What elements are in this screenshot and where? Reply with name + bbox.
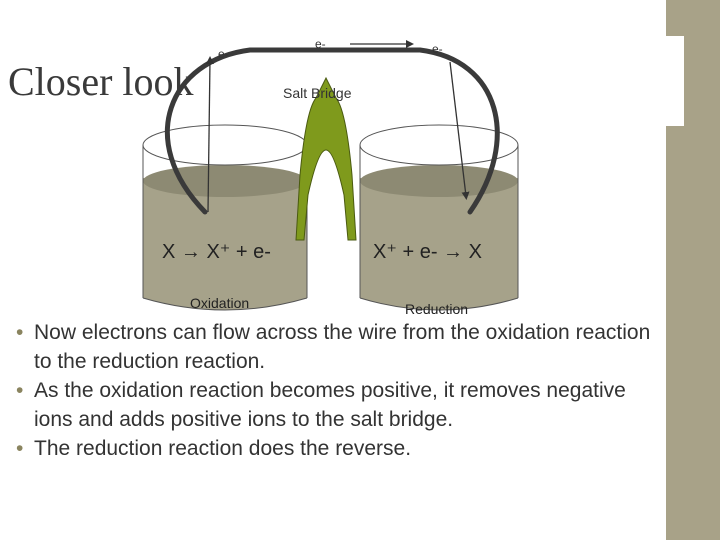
electron-label-left: e- (218, 47, 229, 61)
oxidation-caption: Oxidation (190, 295, 249, 311)
right-beaker (359, 124, 519, 311)
salt-bridge-tube (295, 76, 357, 241)
bullet-item: Now electrons can flow across the wire f… (12, 318, 662, 376)
slide-title: Closer look (8, 59, 194, 104)
bullet-item: As the oxidation reaction becomes positi… (12, 376, 662, 434)
reduction-equation: X⁺ + e- → X (373, 241, 482, 263)
electron-label-top: e- (315, 37, 326, 51)
electron-arrow-right-down (449, 61, 470, 200)
wire-arch (164, 47, 500, 215)
bullet-list: Now electrons can flow across the wire f… (12, 318, 662, 463)
electrochemical-cell-diagram: e- e- e- Salt Bridge X → X⁺ + e- X⁺ + e-… (142, 37, 519, 317)
bullet-item: The reduction reaction does the reverse. (12, 434, 662, 463)
oxidation-equation: X → X⁺ + e- (162, 241, 271, 263)
electron-label-right: e- (432, 42, 443, 56)
electron-arrow-left-up (205, 56, 214, 213)
salt-bridge-label: Salt Bridge (283, 85, 352, 101)
reduction-caption: Reduction (405, 301, 468, 317)
